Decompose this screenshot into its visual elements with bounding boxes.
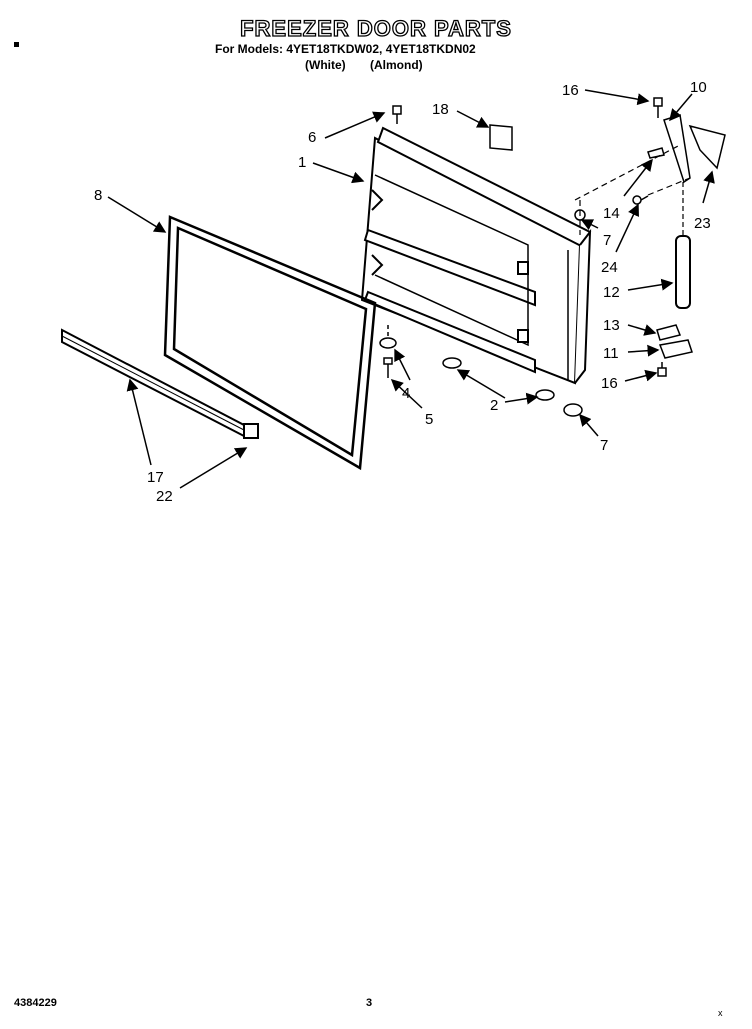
label-tag [489,124,513,151]
callout-14: 14 [603,205,620,222]
callout-24: 24 [601,259,618,276]
document-code: 4384229 [14,997,57,1009]
model-numbers: For Models: 4YET18TKDW02, 4YET18TKDN02 [215,42,476,56]
callout-17: 17 [147,469,164,486]
callout-8: 8 [94,187,102,204]
upper-hinge-parts [574,97,726,221]
callout-12: 12 [603,284,620,301]
callout-4: 4 [402,385,410,402]
callout-leaders [107,89,715,489]
callout-1: 1 [298,154,306,171]
door-liner [360,126,592,385]
callout-11: 11 [603,345,619,362]
corner-x-mark: x [718,1008,723,1018]
bottom-hardware [379,325,583,417]
callout-7-top: 7 [603,232,611,249]
top-screw [392,105,402,124]
callout-6: 6 [308,129,316,146]
trim-strip [61,328,245,438]
callout-5: 5 [425,411,433,428]
callout-18: 18 [432,101,449,118]
corner-mark [14,42,19,47]
page-number: 3 [366,997,373,1009]
variant-almond: (Almond) [370,58,423,72]
door-gasket [163,215,377,471]
assembly-line [647,177,691,196]
callout-7-bottom: 7 [600,437,608,454]
callout-2: 2 [490,397,498,414]
page-title: FREEZER DOOR PARTS [239,15,512,41]
callout-16-bottom: 16 [601,375,618,392]
variant-white: (White) [305,58,346,72]
callout-22: 22 [156,488,173,505]
callout-13: 13 [603,317,620,334]
handle-tube [675,235,691,309]
callout-23: 23 [694,215,711,232]
trim-end-cap [243,423,259,439]
lower-hinge-parts [656,324,693,377]
callout-10: 10 [690,79,707,96]
callout-16-top: 16 [562,82,579,99]
